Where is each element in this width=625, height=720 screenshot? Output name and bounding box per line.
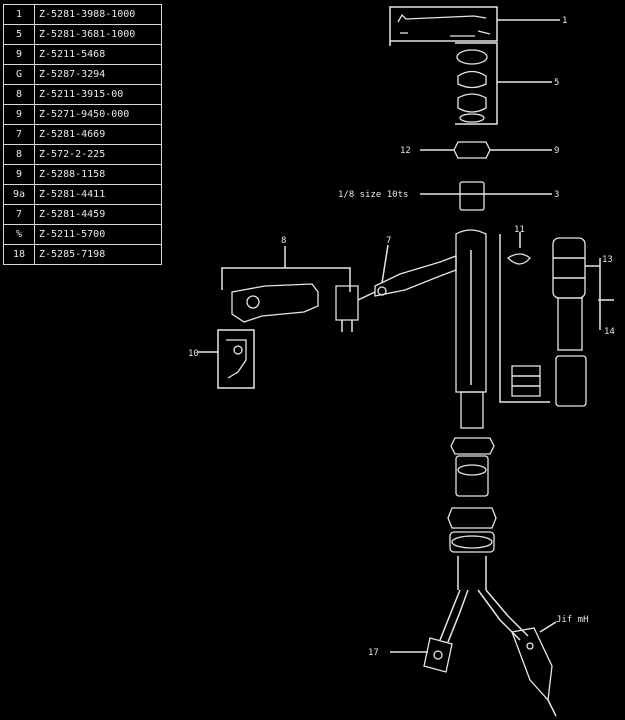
part-5-stack: 5 <box>455 42 559 125</box>
part-code: Z-5285-7198 <box>34 244 162 265</box>
callout-14: 14 <box>604 327 615 337</box>
part-11-regulator: 11 13 14 <box>499 225 615 407</box>
part-9-nut: 12 9 <box>400 141 559 159</box>
hoses-and-nozzles: 17 Jif mH <box>368 589 589 717</box>
callout-11: 11 <box>514 225 525 235</box>
callout-12: 12 <box>400 146 411 156</box>
callout-thread: 1/8 size 10ts <box>338 190 408 200</box>
part-1-box: 1 <box>389 6 567 46</box>
callout-13: 13 <box>602 255 613 265</box>
callout-3: 3 <box>554 190 559 200</box>
part-code: Z-5211-5700 <box>34 224 162 245</box>
callout-1: 1 <box>562 16 567 26</box>
main-body-tube <box>455 229 487 429</box>
callout-antenna: Jif mH <box>556 615 589 625</box>
lower-couplings <box>447 437 497 590</box>
parts-row: %Z-5211-5700 <box>3 224 162 245</box>
callout-9: 9 <box>554 146 559 156</box>
callout-17: 17 <box>368 648 379 658</box>
part-number: 18 <box>3 244 35 265</box>
part-3-adaptor: 1/8 size 10ts 3 <box>338 181 559 211</box>
side-arm: 7 <box>374 236 457 297</box>
callout-left: 10 <box>188 349 199 359</box>
callout-8: 8 <box>281 236 286 246</box>
callout-5: 5 <box>554 78 559 88</box>
part-10-handle: 10 <box>188 329 255 389</box>
part-8-gun: 8 <box>221 236 376 332</box>
callout-7: 7 <box>386 236 391 246</box>
